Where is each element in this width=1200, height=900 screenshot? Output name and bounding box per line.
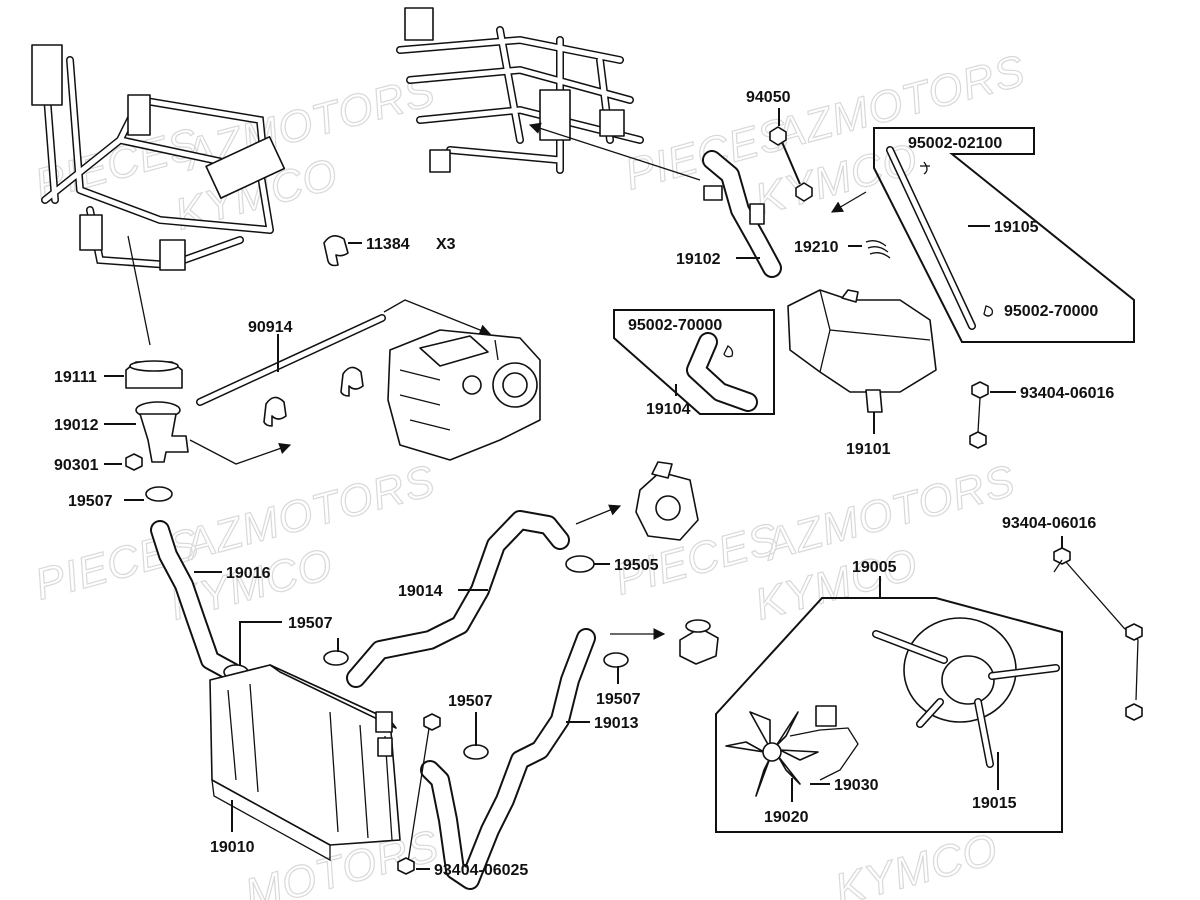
part-label-93404-06025: 93404-06025 bbox=[434, 862, 528, 879]
part-label-19013: 19013 bbox=[594, 715, 639, 732]
part-label-90914: 90914 bbox=[248, 319, 293, 336]
part-label-19030: 19030 bbox=[834, 777, 879, 794]
direction-arrow bbox=[830, 191, 867, 213]
bolt-icon bbox=[397, 857, 415, 875]
frame-chassis-icon bbox=[31, 44, 286, 271]
hose-clamp-icon bbox=[145, 486, 173, 502]
callout-box bbox=[613, 309, 775, 415]
hose-clamp-icon bbox=[603, 652, 629, 668]
leader-line bbox=[239, 621, 282, 666]
direction-arrow bbox=[528, 122, 701, 181]
hose-clamp-icon bbox=[565, 555, 595, 573]
clip-icon bbox=[983, 305, 994, 317]
hose-clip-icon bbox=[340, 366, 364, 397]
nut-icon bbox=[769, 126, 787, 146]
watermark-layer: PIECES AZMOTORS KYMCO PIECES AZMOTORS KY… bbox=[29, 45, 1031, 900]
callout-box bbox=[873, 127, 1135, 343]
cooling-fan-icon bbox=[725, 711, 819, 797]
part-label-90301: 90301 bbox=[54, 457, 99, 474]
part-label-19102: 19102 bbox=[676, 251, 721, 268]
hose-clamp-icon bbox=[463, 744, 489, 760]
filler-neck-icon bbox=[135, 401, 189, 463]
part-label-19020: 19020 bbox=[764, 809, 809, 826]
direction-arrow bbox=[383, 299, 492, 336]
hose-clamp-icon bbox=[323, 650, 349, 666]
engine-block-icon bbox=[387, 329, 541, 461]
grommet-icon bbox=[865, 240, 891, 259]
part-label-19507: 19507 bbox=[68, 493, 113, 510]
part-label-19507: 19507 bbox=[448, 693, 493, 710]
part-label-19210: 19210 bbox=[794, 239, 839, 256]
clip-icon bbox=[723, 345, 734, 358]
hose-clip-icon bbox=[323, 235, 349, 267]
part-label-19507: 19507 bbox=[288, 615, 333, 632]
part-label-19005: 19005 bbox=[852, 559, 897, 576]
part-label-19104: 19104 bbox=[646, 401, 691, 418]
part-label-94050: 94050 bbox=[746, 89, 791, 106]
radiator-icon bbox=[209, 664, 401, 862]
part-label-19012: 19012 bbox=[54, 417, 99, 434]
thermostat-housing-icon bbox=[679, 619, 719, 665]
part-label-19016: 19016 bbox=[226, 565, 271, 582]
watermark-kymco: KYMCO bbox=[830, 824, 1003, 900]
bolt-icon bbox=[1053, 547, 1071, 565]
part-label-19105: 19105 bbox=[994, 219, 1039, 236]
direction-arrow bbox=[575, 504, 622, 525]
part-label-93404-06016: 93404-06016 bbox=[1020, 385, 1114, 402]
water-pump-icon bbox=[635, 461, 699, 541]
part-label-19507: 19507 bbox=[596, 691, 641, 708]
fan-wire-icon bbox=[789, 727, 859, 781]
frame-chassis-icon bbox=[396, 7, 644, 174]
callout-box bbox=[715, 597, 1063, 833]
bolt-rod-icon bbox=[407, 721, 431, 863]
part-label-19010: 19010 bbox=[210, 839, 255, 856]
direction-arrow bbox=[189, 439, 292, 465]
clip-icon bbox=[920, 161, 930, 175]
part-label-95002-70000: 95002-70000 bbox=[628, 317, 722, 334]
hose-clip-icon bbox=[263, 396, 287, 427]
connector-icon bbox=[815, 705, 837, 727]
part-label-93404-06016: 93404-06016 bbox=[1002, 515, 1096, 532]
fan-shroud-icon bbox=[872, 617, 1060, 768]
part-label-19015: 19015 bbox=[972, 795, 1017, 812]
bolt-icon bbox=[971, 381, 989, 399]
reservoir-tank-icon bbox=[787, 289, 937, 413]
part-label-19111: 19111 bbox=[54, 369, 97, 386]
part-label-95002-70000: 95002-70000 bbox=[1004, 303, 1098, 320]
radiator-cap-icon bbox=[125, 360, 183, 389]
part-label-19014: 19014 bbox=[398, 583, 443, 600]
bolt-icon bbox=[125, 453, 143, 471]
part-label-95002-02100: 95002-02100 bbox=[908, 135, 1002, 152]
part-label-19101: 19101 bbox=[846, 441, 891, 458]
leader-line bbox=[778, 108, 801, 185]
part-label-19505: 19505 bbox=[614, 557, 659, 574]
leader-line bbox=[127, 235, 151, 346]
part-label-11384: 11384 bbox=[366, 236, 410, 253]
quantity-label: X3 bbox=[436, 236, 456, 253]
